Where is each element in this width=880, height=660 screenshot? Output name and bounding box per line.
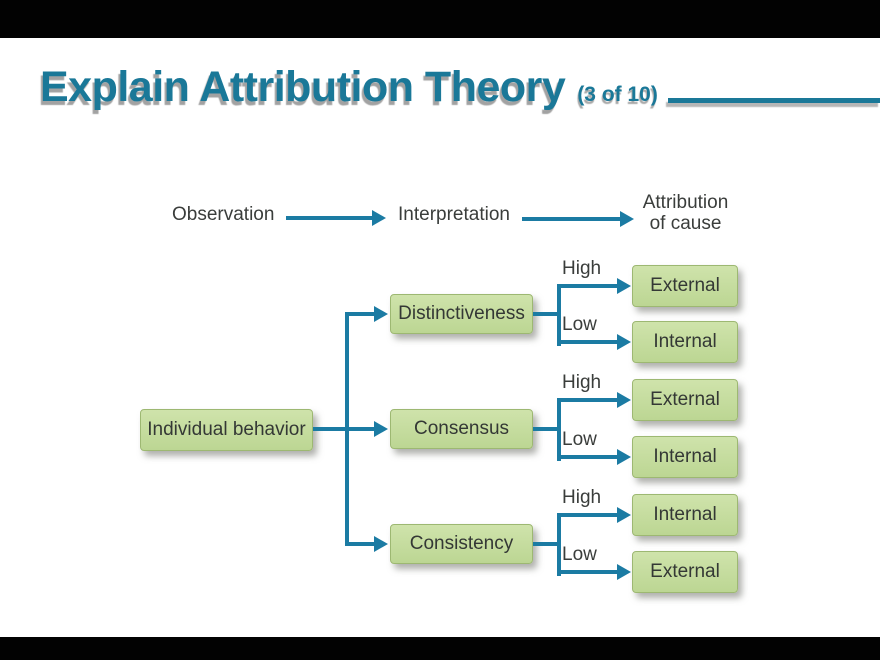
branch2-entry-arrow-icon xyxy=(374,421,388,437)
g3-split-stub-line xyxy=(533,542,559,546)
node-consensus: Consensus xyxy=(390,409,533,449)
g3-low-result-label: External xyxy=(650,561,720,582)
g1-split-vertical-line xyxy=(557,284,561,346)
g3-high-result-node: Internal xyxy=(632,494,738,536)
header-arrow-1-head-icon xyxy=(372,210,386,226)
g2-high-result-label: External xyxy=(650,389,720,410)
node-individual-behavior-label: Individual behavior xyxy=(147,419,306,440)
g1-high-arrow-icon xyxy=(617,278,631,294)
header-arrow-2-head-icon xyxy=(620,211,634,227)
g2-low-result-node: Internal xyxy=(632,436,738,478)
g1-low-result-label: Internal xyxy=(653,331,717,352)
branch3-entry-line xyxy=(345,542,376,546)
node-consistency-label: Consistency xyxy=(409,533,514,554)
g2-low-label: Low xyxy=(562,429,597,450)
node-individual-behavior: Individual behavior xyxy=(140,409,313,451)
g2-split-vertical-line xyxy=(557,398,561,461)
g1-split-stub-line xyxy=(533,312,559,316)
g2-split-stub-line xyxy=(533,427,559,431)
g3-high-result-label: Internal xyxy=(653,504,717,525)
g1-high-result-label: External xyxy=(650,275,720,296)
g3-low-arrow-icon xyxy=(617,564,631,580)
header-interpretation: Interpretation xyxy=(398,204,510,225)
g3-low-result-node: External xyxy=(632,551,738,593)
node-consistency: Consistency xyxy=(390,524,533,564)
g3-split-vertical-line xyxy=(557,513,561,576)
header-observation: Observation xyxy=(172,204,275,225)
g3-high-arrow-icon xyxy=(617,507,631,523)
g1-high-label: High xyxy=(562,258,602,279)
g2-low-line xyxy=(557,455,619,459)
branch3-entry-arrow-icon xyxy=(374,536,388,552)
slide-title-row: Explain Attribution Theory (3 of 10) xyxy=(40,62,880,112)
branch1-entry-arrow-icon xyxy=(374,306,388,322)
g3-high-label: High xyxy=(562,487,602,508)
g2-high-result-node: External xyxy=(632,379,738,421)
diagram-panel: Observation Interpretation Attribution o… xyxy=(118,188,762,613)
g2-high-arrow-icon xyxy=(617,392,631,408)
header-arrow-2-line xyxy=(522,217,622,221)
header-attribution-line1: Attribution xyxy=(642,192,729,213)
page-title-suffix: (3 of 10) xyxy=(577,83,658,106)
header-arrow-1-line xyxy=(286,216,374,220)
g1-low-result-node: Internal xyxy=(632,321,738,363)
g2-low-result-label: Internal xyxy=(653,446,717,467)
g1-low-label: Low xyxy=(562,314,597,335)
g1-high-result-node: External xyxy=(632,265,738,307)
g2-low-arrow-icon xyxy=(617,449,631,465)
g3-high-line xyxy=(557,513,619,517)
title-underline xyxy=(667,98,880,103)
g1-high-line xyxy=(557,284,619,288)
top-black-bar xyxy=(0,0,880,38)
g2-high-line xyxy=(557,398,619,402)
header-attribution-of-cause: Attribution of cause xyxy=(618,192,753,234)
page-title: Explain Attribution Theory xyxy=(40,63,566,111)
root-connector-line xyxy=(313,427,376,431)
g1-low-arrow-icon xyxy=(617,334,631,350)
node-consensus-label: Consensus xyxy=(413,418,510,439)
node-distinctiveness: Distinctiveness xyxy=(390,294,533,334)
g2-high-label: High xyxy=(562,372,602,393)
bottom-black-bar xyxy=(0,637,880,660)
g3-low-line xyxy=(557,570,619,574)
g1-low-line xyxy=(557,340,619,344)
header-attribution-line2: of cause xyxy=(649,213,722,234)
branch1-entry-line xyxy=(345,312,376,316)
trunk-line xyxy=(345,312,349,546)
g3-low-label: Low xyxy=(562,544,597,565)
node-distinctiveness-label: Distinctiveness xyxy=(398,303,525,324)
